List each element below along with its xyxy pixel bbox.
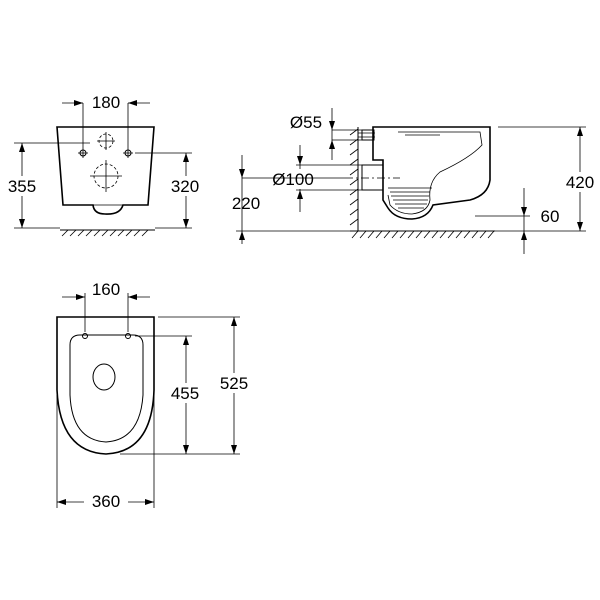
front-width-label: 180 <box>92 93 120 112</box>
side-dim-d55: Ø55 <box>290 108 362 160</box>
side-floor <box>350 230 495 239</box>
front-fixing-holes <box>78 132 133 192</box>
front-dim-355: 355 <box>4 142 90 229</box>
front-total-height-label: 355 <box>8 177 36 196</box>
top-seat-length-label: 455 <box>171 384 199 403</box>
side-view: Ø55 Ø100 220 420 <box>232 108 600 254</box>
side-dim-d100: Ø100 <box>268 145 362 212</box>
side-clearance-label: 60 <box>541 207 560 226</box>
top-fixing-hole-left <box>82 333 88 339</box>
top-width-label: 360 <box>92 492 120 511</box>
top-dim-525: 525 <box>158 316 254 455</box>
side-dim-60: 60 <box>475 188 559 254</box>
top-dim-455: 455 <box>120 335 205 455</box>
side-outlet-diameter-label: Ø100 <box>272 170 314 189</box>
side-inlet-diameter-label: Ø55 <box>290 113 322 132</box>
top-fixing-hole-right <box>125 333 131 339</box>
top-total-length-label: 525 <box>220 374 248 393</box>
top-dim-160: 160 <box>62 280 150 332</box>
front-outlet-height-label: 320 <box>171 177 199 196</box>
top-inner-bowl <box>69 334 144 443</box>
front-dim-320: 320 <box>135 152 205 229</box>
front-floor-hatch <box>60 229 155 237</box>
side-bowl <box>345 126 491 220</box>
top-view: 160 455 525 <box>56 280 254 511</box>
front-body-outline <box>56 126 155 215</box>
top-outlet-hole <box>92 363 116 391</box>
front-dim-180: 180 <box>62 93 150 148</box>
top-dim-360: 360 <box>56 395 155 511</box>
top-fixing-distance-label: 160 <box>92 280 120 299</box>
side-outlet-height-label: 220 <box>232 194 260 213</box>
side-bowl-height-label: 420 <box>566 173 594 192</box>
side-dim-420: 420 <box>495 126 600 232</box>
front-view: 180 355 320 <box>4 93 205 237</box>
top-outer-outline <box>56 316 155 455</box>
side-wall <box>349 127 359 231</box>
side-dim-220: 220 <box>232 155 350 244</box>
